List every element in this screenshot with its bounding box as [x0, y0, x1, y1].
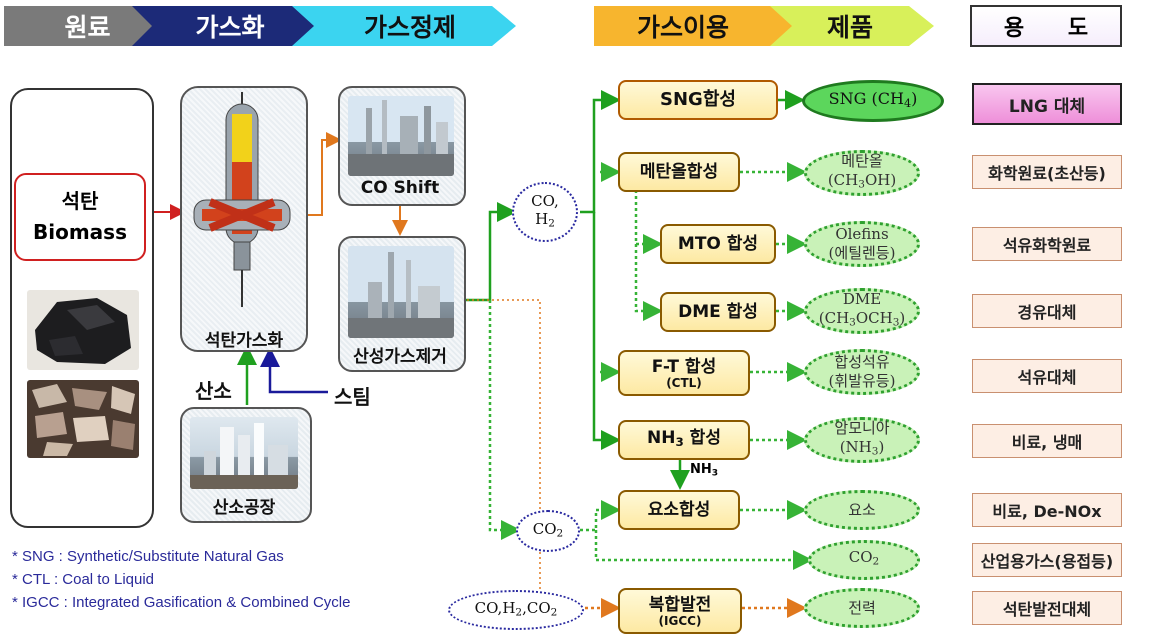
- process-mto: MTO 합성: [660, 224, 776, 264]
- line-acidgas-to-co2: [488, 300, 521, 540]
- acid-gas-removal-label: 산성가스제거: [353, 347, 447, 367]
- steam-label: 스팀: [334, 385, 371, 409]
- raw-biomass-label: Biomass: [33, 220, 127, 244]
- product-power: 전력: [804, 588, 920, 628]
- usage-chemical: 화학원료(초산등): [972, 155, 1122, 189]
- co-shift-panel: CO Shift: [338, 86, 466, 206]
- product-ammonia: 암모니아 (NH3): [804, 417, 920, 463]
- header-purify: 가스정제: [363, 13, 456, 42]
- coal-photo: [27, 290, 139, 370]
- process-nh3: NH3 합성: [618, 420, 750, 460]
- product-urea: 요소: [804, 490, 920, 530]
- raw-material-box: 석탄 Biomass: [14, 173, 146, 261]
- header-gasify: 가스화: [195, 13, 265, 42]
- note-ctl: * CTL : Coal to Liquid: [12, 571, 155, 588]
- usage-coal-power: 석탄발전대체: [972, 591, 1122, 625]
- process-methanol: 메탄올합성: [618, 152, 740, 192]
- header-use: 가스이용: [636, 13, 729, 42]
- syngas-node: CO, H2: [512, 182, 578, 242]
- nh3-arrow-label: NH3: [690, 462, 719, 479]
- product-olefins: Olefins (에틸렌등): [804, 221, 920, 267]
- syngas-line1: CO,: [531, 191, 559, 210]
- arrow-gasifier-to-coshift: [305, 132, 342, 216]
- raw-coal-label: 석탄: [61, 189, 99, 213]
- product-dme: DME (CH3OCH3): [804, 288, 920, 334]
- oxygen-plant-panel: 산소공장: [180, 407, 312, 523]
- biomass-photo: [27, 380, 139, 458]
- acid-gas-removal-photo: [348, 246, 454, 338]
- usage-fertilizer: 비료, 냉매: [972, 424, 1122, 458]
- chevron-raw: [4, 6, 154, 46]
- product-sng: SNG (CH4): [802, 80, 944, 122]
- usage-lng: LNG 대체: [972, 83, 1122, 125]
- usage-denox: 비료, De-NOx: [972, 493, 1122, 527]
- chevron-gasify: [132, 6, 316, 46]
- usage-industrial-gas: 산업용가스(용접등): [972, 543, 1122, 577]
- header-product: 제품: [826, 13, 873, 42]
- syngas-line2: H2: [535, 209, 555, 230]
- header-raw: 원료: [64, 13, 111, 42]
- process-sng: SNG합성: [618, 80, 778, 120]
- oxygen-plant-photo: [190, 417, 298, 489]
- acid-gas-removal-panel: 산성가스제거: [338, 236, 466, 372]
- usage-oil: 석유대체: [972, 359, 1122, 393]
- process-igcc: 복합발전 (IGCC): [618, 588, 742, 634]
- gasifier-illustration: [193, 92, 291, 307]
- process-urea: 요소합성: [618, 490, 740, 530]
- header-usage: 용 도: [970, 5, 1122, 47]
- header-chevrons: [4, 6, 934, 46]
- co-shift-label: CO Shift: [360, 178, 440, 198]
- product-synthetic-oil: 합성석유 (휘발유등): [804, 349, 920, 395]
- product-methanol: 메탄올 (CH3OH): [804, 150, 920, 196]
- chevron-purify: [292, 6, 516, 46]
- oxygen-plant-label: 산소공장: [212, 498, 276, 518]
- co2-node: CO2: [516, 510, 580, 552]
- product-co2: CO2: [808, 540, 920, 580]
- chevron-product: [770, 6, 934, 46]
- process-dme: DME 합성: [660, 292, 776, 332]
- note-igcc: * IGCC : Integrated Gasification & Combi…: [12, 594, 351, 611]
- usage-petrochem: 석유화학원료: [972, 227, 1122, 261]
- usage-diesel: 경유대체: [972, 294, 1122, 328]
- igcc-gas-node: CO,H2,CO2: [448, 590, 584, 630]
- arrow-steam: [260, 347, 328, 394]
- oxygen-label: 산소: [195, 379, 232, 403]
- co-shift-photo: [348, 96, 454, 176]
- gasifier-label: 석탄가스화: [204, 331, 284, 351]
- line-acidgas-to-igcc-gas: [462, 299, 541, 590]
- line-syngas-trunk: [580, 90, 621, 214]
- process-ft: F-T 합성 (CTL): [618, 350, 750, 396]
- chevron-use: [594, 6, 794, 46]
- line-acidgas-to-syngas: [462, 202, 517, 302]
- note-sng: * SNG : Synthetic/Substitute Natural Gas: [12, 548, 284, 565]
